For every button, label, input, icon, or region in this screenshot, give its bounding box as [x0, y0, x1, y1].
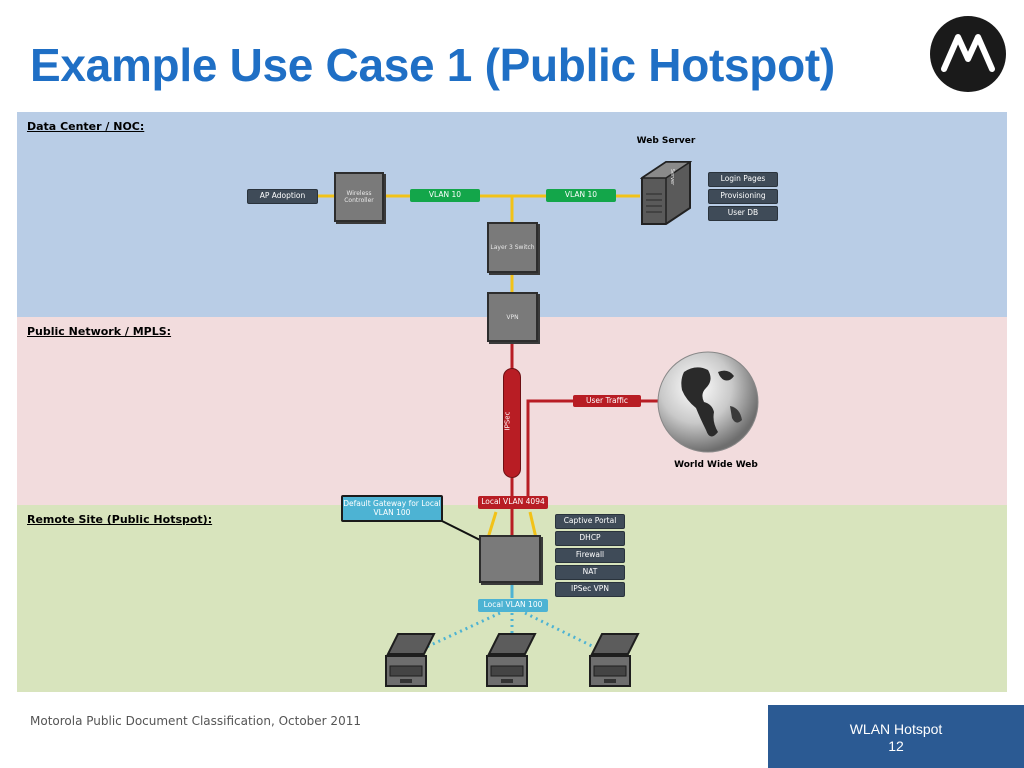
world-wide-web-caption: World Wide Web — [674, 460, 758, 470]
ipsec-tunnel-label: IPSec — [503, 411, 512, 431]
vlan-10-left-label: VLAN 10 — [410, 189, 480, 202]
ipsec-tunnel: IPSec — [503, 368, 521, 478]
vpn-device: VPN — [487, 292, 538, 342]
service-provisioning: Provisioning — [708, 189, 778, 204]
feature-nat: NAT — [555, 565, 625, 580]
laptop-icon — [588, 632, 642, 688]
feature-ipsec-vpn: IPSec VPN — [555, 582, 625, 597]
footer-page-number: 12 — [888, 738, 904, 754]
remote-site-zone-label: Remote Site (Public Hotspot): — [27, 513, 213, 526]
feature-captive-portal: Captive Portal — [555, 514, 625, 529]
public-network-zone-label: Public Network / MPLS: — [27, 325, 172, 338]
service-login-pages: Login Pages — [708, 172, 778, 187]
web-server-caption: Web Server — [636, 136, 696, 146]
slide-title: Example Use Case 1 (Public Hotspot) — [30, 39, 835, 91]
footer-section-box: WLAN Hotspot 12 — [768, 705, 1024, 768]
link-ap-left — [486, 511, 498, 539]
datacenter-zone-label: Data Center / NOC: — [27, 120, 145, 133]
link-user-traffic — [526, 399, 658, 500]
link-ap-right — [528, 511, 538, 539]
globe-icon — [656, 350, 760, 454]
wireless-link-left — [419, 611, 501, 652]
local-vlan-100-label: Local VLAN 100 — [478, 599, 548, 612]
wireless-controller-device: Wireless Controller — [334, 172, 384, 222]
footer-section: WLAN Hotspot — [849, 721, 943, 737]
feature-dhcp: DHCP — [555, 531, 625, 546]
server-label: Server — [669, 168, 676, 186]
laptop-icon — [384, 632, 438, 688]
user-traffic-label: User Traffic — [573, 395, 641, 407]
service-user-db: User DB — [708, 206, 778, 221]
access-point-device — [479, 535, 541, 583]
default-gateway-note: Default Gateway for Local VLAN 100 — [341, 495, 443, 522]
motorola-logo — [930, 16, 1006, 92]
footer-classification: Motorola Public Document Classification,… — [30, 714, 361, 728]
local-vlan-4094-label: Local VLAN 4094 — [478, 496, 548, 509]
laptop-icon — [485, 632, 539, 688]
wireless-link-right — [524, 611, 601, 652]
ap-adoption-label: AP Adoption — [247, 189, 318, 204]
vlan-10-right-label: VLAN 10 — [546, 189, 616, 202]
web-server-icon: Server — [639, 160, 693, 226]
layer3-switch-device: Layer 3 Switch — [487, 222, 538, 273]
feature-firewall: Firewall — [555, 548, 625, 563]
